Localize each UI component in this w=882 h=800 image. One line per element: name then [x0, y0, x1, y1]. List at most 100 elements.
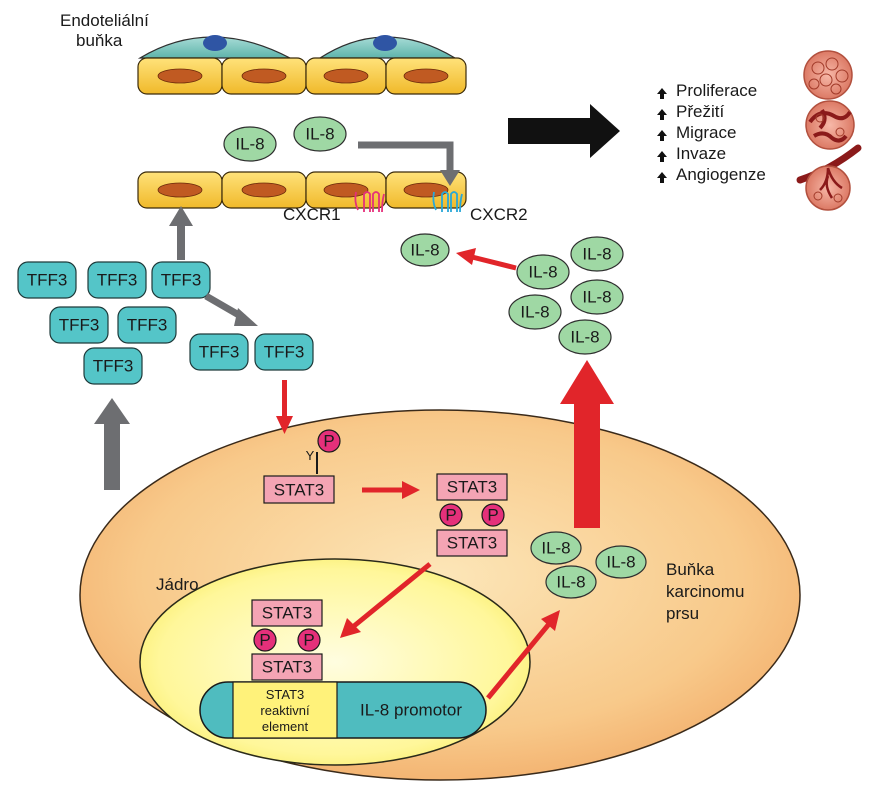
- gray-arrow-tff3-up: [169, 206, 193, 260]
- svg-text:STAT3: STAT3: [266, 687, 305, 702]
- tff3-molecule: TFF3: [151, 261, 211, 299]
- endothelial-cell-right: [317, 35, 458, 59]
- outcome-proliferace: Proliferace: [657, 81, 757, 100]
- cxcr1-label: CXCR1: [283, 205, 341, 224]
- il8-molecule: IL-8: [558, 319, 612, 355]
- svg-text:STAT3: STAT3: [447, 534, 497, 553]
- svg-text:IL-8: IL-8: [235, 135, 264, 154]
- red-arrow-il8-left: [456, 248, 517, 271]
- cancer-cell-label-line2: karcinomu: [666, 582, 744, 601]
- svg-text:TFF3: TFF3: [161, 271, 202, 290]
- il8-molecule: IL-8: [570, 279, 624, 315]
- svg-text:TFF3: TFF3: [199, 343, 240, 362]
- cxcr2-label: CXCR2: [470, 205, 528, 224]
- svg-text:IL-8: IL-8: [570, 328, 599, 347]
- svg-text:element: element: [262, 719, 309, 734]
- svg-text:Migrace: Migrace: [676, 123, 736, 142]
- svg-text:P: P: [323, 432, 334, 451]
- il8-molecule: IL-8: [508, 294, 562, 330]
- il8-molecule: IL-8: [530, 531, 582, 565]
- svg-text:TFF3: TFF3: [93, 357, 134, 376]
- svg-text:STAT3: STAT3: [262, 658, 312, 677]
- stat3-monomer: Y P STAT3: [263, 429, 341, 504]
- tff3-molecule: TFF3: [254, 333, 314, 371]
- tff3-molecule: TFF3: [117, 306, 177, 344]
- svg-text:IL-8 promotor: IL-8 promotor: [360, 701, 462, 720]
- svg-text:IL-8: IL-8: [541, 539, 570, 558]
- tumor-cluster-icon-1: [803, 50, 853, 100]
- cancer-cell-label-line3: prsu: [666, 604, 699, 623]
- tff3-cluster: TFF3 TFF3 TFF3 TFF3 TFF3 TFF3 TFF3 TFF3: [17, 261, 314, 385]
- svg-text:STAT3: STAT3: [274, 481, 324, 500]
- cancer-cell-label-line1: Buňka: [666, 560, 715, 579]
- tff3-molecule: TFF3: [189, 333, 249, 371]
- outcome-preziti: Přežití: [657, 102, 724, 121]
- svg-text:TFF3: TFF3: [264, 343, 305, 362]
- cxcr2-receptor: [432, 191, 463, 213]
- svg-text:Přežití: Přežití: [676, 102, 724, 121]
- outcome-angiogenze: Angiogenze: [657, 165, 766, 184]
- svg-text:Y: Y: [306, 448, 315, 463]
- svg-text:TFF3: TFF3: [127, 316, 168, 335]
- target-cell-layer: [137, 171, 467, 209]
- il8-top-left: IL-8: [223, 126, 277, 162]
- il8-molecule: IL-8: [516, 254, 570, 290]
- svg-text:P: P: [259, 631, 270, 650]
- endothelial-label-line2: buňka: [76, 31, 123, 50]
- svg-text:IL-8: IL-8: [520, 303, 549, 322]
- nucleus-label: Jádro: [156, 575, 199, 594]
- tumor-invasion-icon: [805, 100, 855, 150]
- gray-arrow-tff3-secretion: [94, 398, 130, 490]
- svg-text:TFF3: TFF3: [27, 271, 68, 290]
- cxcr1-receptor: [354, 191, 385, 213]
- outcome-migrace: Migrace: [657, 123, 736, 142]
- svg-text:reaktivní: reaktivní: [260, 703, 310, 718]
- gray-arrow-to-cxcr2: [358, 141, 460, 186]
- svg-text:Invaze: Invaze: [676, 144, 726, 163]
- svg-text:TFF3: TFF3: [59, 316, 100, 335]
- svg-text:Proliferace: Proliferace: [676, 81, 757, 100]
- red-arrow-transcription: [486, 610, 560, 700]
- svg-text:IL-8: IL-8: [582, 245, 611, 264]
- svg-text:STAT3: STAT3: [262, 604, 312, 623]
- il8-molecule: IL-8: [400, 233, 450, 267]
- red-arrow-dimerization: [362, 481, 420, 499]
- il8-intracellular-cluster: IL-8 IL-8 IL-8: [530, 531, 647, 599]
- endothelial-cell-layer: [137, 57, 467, 95]
- endothelial-cell-left: [137, 35, 291, 59]
- svg-text:IL-8: IL-8: [410, 241, 439, 260]
- tff3-molecule: TFF3: [87, 261, 147, 299]
- svg-text:P: P: [445, 506, 456, 525]
- svg-text:IL-8: IL-8: [528, 263, 557, 282]
- svg-text:IL-8: IL-8: [582, 288, 611, 307]
- red-arrow-il8-secretion: [560, 360, 614, 528]
- svg-text:IL-8: IL-8: [305, 125, 334, 144]
- il8-molecule: IL-8: [570, 236, 624, 272]
- stat3-dimer-nucleus: STAT3 P P STAT3: [251, 599, 323, 681]
- il8-secreted-cluster: IL-8 IL-8 IL-8 IL-8 IL-8 IL-8: [400, 233, 624, 355]
- svg-text:STAT3: STAT3: [447, 478, 497, 497]
- tff3-molecule: TFF3: [49, 306, 109, 344]
- outcome-invaze: Invaze: [657, 144, 726, 163]
- il8-top-right: IL-8: [293, 116, 347, 152]
- stat3-dimer-cytoplasm: STAT3 P P STAT3: [436, 473, 508, 557]
- outcomes-list: Proliferace Přežití Migrace Invaze Angio…: [657, 81, 766, 184]
- il8-molecule: IL-8: [545, 565, 597, 599]
- tumor-angiogenesis-icon: [796, 144, 862, 211]
- red-arrow-tff3-to-stat3: [276, 380, 293, 434]
- svg-text:IL-8: IL-8: [606, 553, 635, 572]
- black-arrow-to-outcomes: [508, 104, 620, 158]
- gray-arrow-tff3-diagonal: [204, 292, 258, 326]
- il8-promoter: STAT3 reaktivní element IL-8 promotor: [199, 681, 487, 739]
- svg-text:P: P: [487, 506, 498, 525]
- svg-text:P: P: [303, 631, 314, 650]
- il8-molecule: IL-8: [595, 545, 647, 579]
- svg-text:Angiogenze: Angiogenze: [676, 165, 766, 184]
- svg-text:IL-8: IL-8: [556, 573, 585, 592]
- endothelial-label-line1: Endoteliální: [60, 11, 149, 30]
- tff3-molecule: TFF3: [17, 261, 77, 299]
- red-arrow-to-nucleus: [340, 562, 432, 638]
- svg-text:TFF3: TFF3: [97, 271, 138, 290]
